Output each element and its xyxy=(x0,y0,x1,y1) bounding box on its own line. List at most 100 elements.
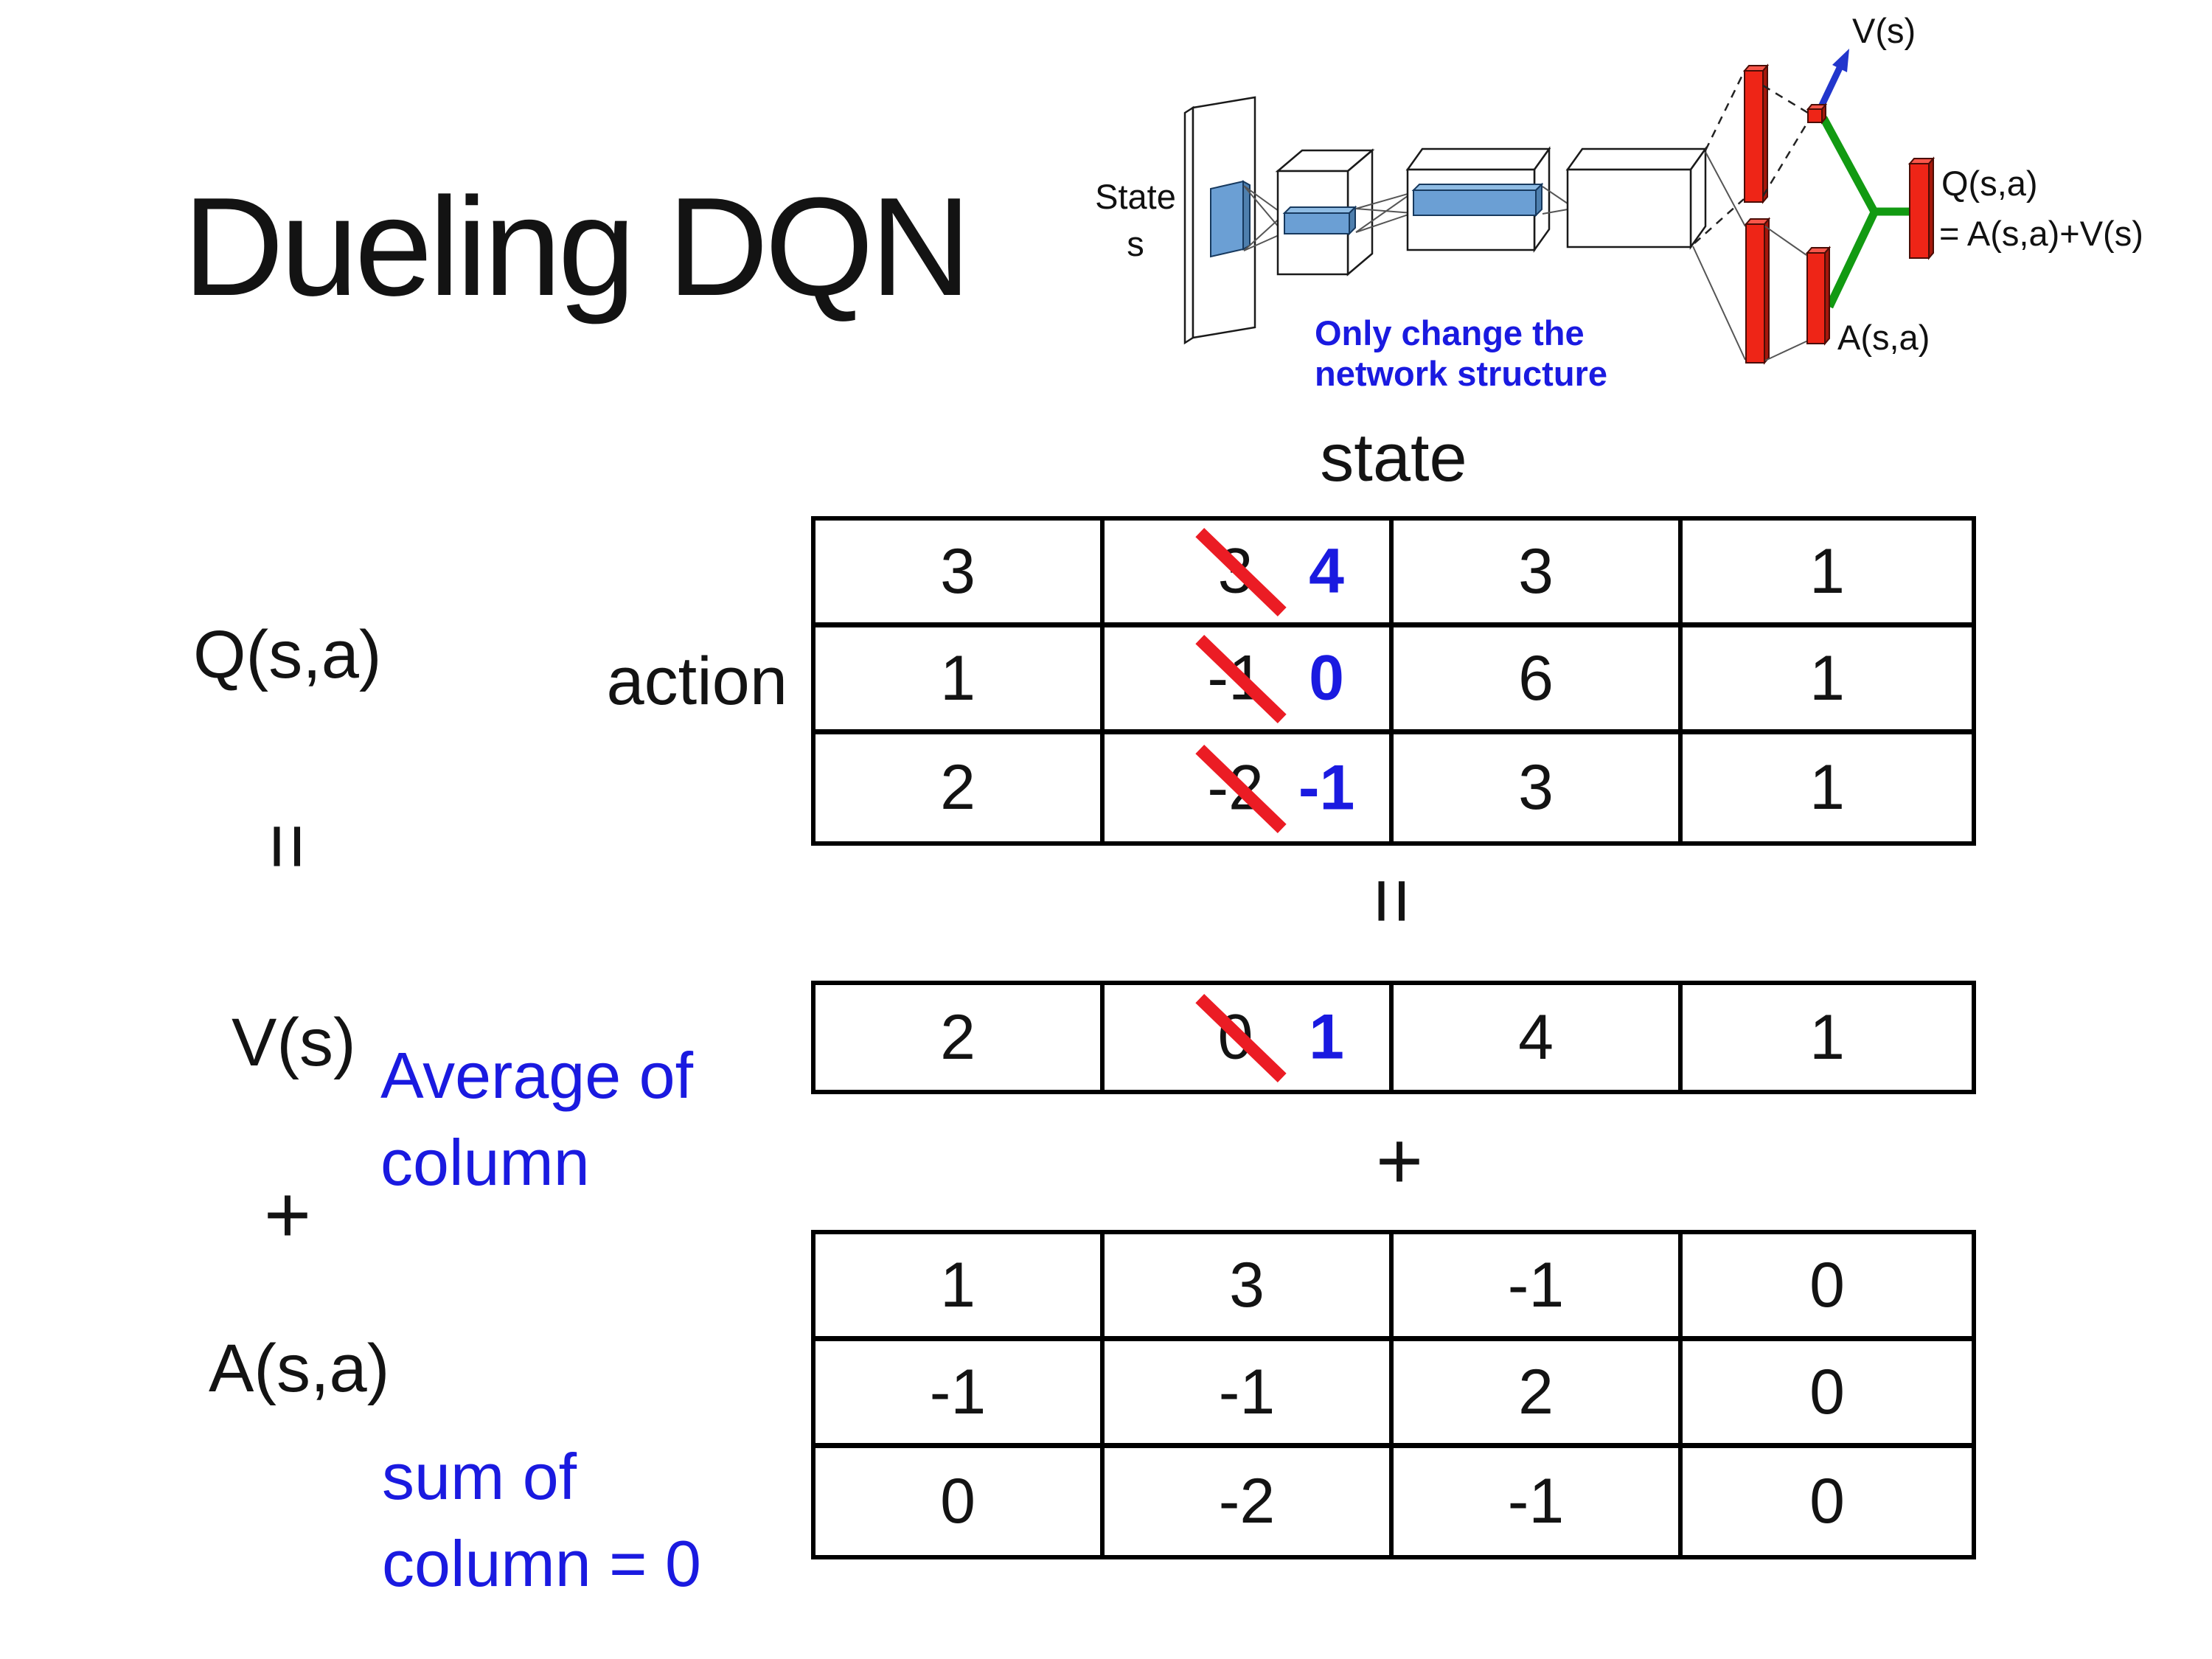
sum-note: sum of column = 0 xyxy=(382,1433,701,1607)
v-cell-crossed: 0 1 xyxy=(1105,985,1394,1090)
conv-fan-line xyxy=(1355,192,1413,233)
action-axis-label: action xyxy=(606,644,788,719)
a-cell: 1 xyxy=(815,1234,1105,1341)
input-plane-side xyxy=(1183,105,1194,345)
v-node xyxy=(1807,108,1823,123)
conv-slab3-side xyxy=(1535,182,1543,218)
q-cell: 6 xyxy=(1394,627,1683,734)
q-cell-crossed: 3 4 xyxy=(1105,521,1394,627)
sum-note-line2: column = 0 xyxy=(382,1527,701,1600)
network-diagram: V(s) State s Only change the network str… xyxy=(1095,11,2143,393)
equals-sign-left: = xyxy=(243,822,333,871)
plus-sign-left: + xyxy=(263,1169,312,1260)
cell-value: 0 xyxy=(940,1466,975,1537)
conv-fan-line xyxy=(1355,192,1413,209)
cell-value: 1 xyxy=(940,1249,975,1321)
old-value: -1 xyxy=(1207,642,1264,714)
conv-slab3 xyxy=(1413,189,1537,216)
diagram-a-label: A(s,a) xyxy=(1837,318,1930,357)
cell-value: 3 xyxy=(1518,535,1554,607)
cell-value: 0 xyxy=(1809,1356,1845,1427)
combine-edge-v xyxy=(1820,116,1879,215)
conv-slab2-top xyxy=(1282,206,1357,214)
cell-value: 1 xyxy=(1809,1001,1845,1073)
diagram-state-label: State xyxy=(1095,177,1176,216)
equals-sign-center: = xyxy=(1347,877,1438,925)
q-cell: 1 xyxy=(1683,521,1972,627)
diagram-note-line2: network structure xyxy=(1315,354,1607,393)
diagram-note-line1: Only change the xyxy=(1315,313,1585,352)
diagram-q-label: Q(s,a) xyxy=(1941,164,2038,203)
cell-value: -1 xyxy=(1507,1249,1565,1321)
conv-slab1 xyxy=(1210,180,1244,258)
q-cell-crossed: -1 0 xyxy=(1105,627,1394,734)
q-cell: 1 xyxy=(1683,734,1972,841)
solid-connection xyxy=(1692,246,1746,361)
new-value: 1 xyxy=(1309,1001,1344,1073)
q-bar xyxy=(1909,163,1930,259)
q-cell: 3 xyxy=(1394,734,1683,841)
cell-value: 2 xyxy=(1518,1356,1554,1427)
q-table: 3 3 4 3 1 1 -1 0 6 1 2 -2 -1 3 1 xyxy=(811,516,1976,846)
a-cell: 0 xyxy=(815,1448,1105,1555)
q-matrix-label: Q(s,a) xyxy=(193,617,382,692)
a-cell: -1 xyxy=(1394,1448,1683,1555)
q-cell: 2 xyxy=(815,734,1105,841)
a-bar xyxy=(1806,252,1826,344)
a-table: 1 3 -1 0 -1 -1 2 0 0 -2 -1 0 xyxy=(811,1230,1976,1559)
conv-fan-line xyxy=(1542,209,1568,215)
diagram-q-formula: = A(s,a)+V(s) xyxy=(1939,214,2143,253)
q-cell-crossed: -2 -1 xyxy=(1105,734,1394,841)
cell-value: 3 xyxy=(1518,752,1554,823)
solid-connection xyxy=(1764,340,1809,361)
sum-note-line1: sum of xyxy=(382,1440,577,1513)
cell-value: 6 xyxy=(1518,642,1554,714)
plus-sign-center: + xyxy=(1375,1116,1424,1206)
average-note-line2: column xyxy=(380,1126,590,1199)
old-value: 0 xyxy=(1217,1001,1253,1073)
new-value: 0 xyxy=(1309,642,1344,714)
cell-value: 4 xyxy=(1518,1001,1554,1073)
average-note: Average of column xyxy=(380,1032,693,1206)
conv-box3-top xyxy=(1405,147,1551,171)
a-cell: 0 xyxy=(1683,1341,1972,1448)
a-cell: -1 xyxy=(1105,1341,1394,1448)
conv-slab3-top xyxy=(1411,184,1544,191)
a-cell: -1 xyxy=(815,1341,1105,1448)
dashed-connection xyxy=(1761,121,1809,197)
dashed-connection xyxy=(1762,84,1809,114)
q-cell: 1 xyxy=(815,627,1105,734)
fc-bar2 xyxy=(1745,223,1765,364)
cell-value: 1 xyxy=(940,642,975,714)
state-axis-label: state xyxy=(1320,420,1467,495)
old-value: -2 xyxy=(1207,752,1264,823)
conv-slab2-side xyxy=(1349,205,1356,236)
value-arrow-head xyxy=(1832,49,1849,72)
cell-value: -1 xyxy=(929,1356,987,1427)
slide-title: Dueling DQN xyxy=(183,169,971,325)
conv-fan-line xyxy=(1355,208,1413,214)
a-cell: 0 xyxy=(1683,1448,1972,1555)
combine-edge-a xyxy=(1826,209,1879,309)
a-cell: 2 xyxy=(1394,1341,1683,1448)
conv-box4 xyxy=(1566,168,1692,248)
cell-value: 3 xyxy=(1229,1249,1265,1321)
dashed-connection xyxy=(1694,198,1745,244)
conv-fan-line xyxy=(1542,186,1568,204)
solid-connection xyxy=(1764,226,1807,256)
a-cell: -2 xyxy=(1105,1448,1394,1555)
cell-value: 0 xyxy=(1809,1466,1845,1537)
cell-value: -1 xyxy=(1507,1466,1565,1537)
dashed-connection xyxy=(1704,72,1745,151)
a-matrix-label: A(s,a) xyxy=(209,1331,390,1406)
v-cell: 4 xyxy=(1394,985,1683,1090)
v-cell: 2 xyxy=(815,985,1105,1090)
cell-value: -2 xyxy=(1218,1466,1276,1537)
q-cell: 1 xyxy=(1683,627,1972,734)
new-value: -1 xyxy=(1298,752,1355,823)
cell-value: -1 xyxy=(1218,1356,1276,1427)
a-cell: 0 xyxy=(1683,1234,1972,1341)
v-table: 2 0 1 4 1 xyxy=(811,981,1976,1094)
cell-value: 1 xyxy=(1809,535,1845,607)
q-cell: 3 xyxy=(1394,521,1683,627)
